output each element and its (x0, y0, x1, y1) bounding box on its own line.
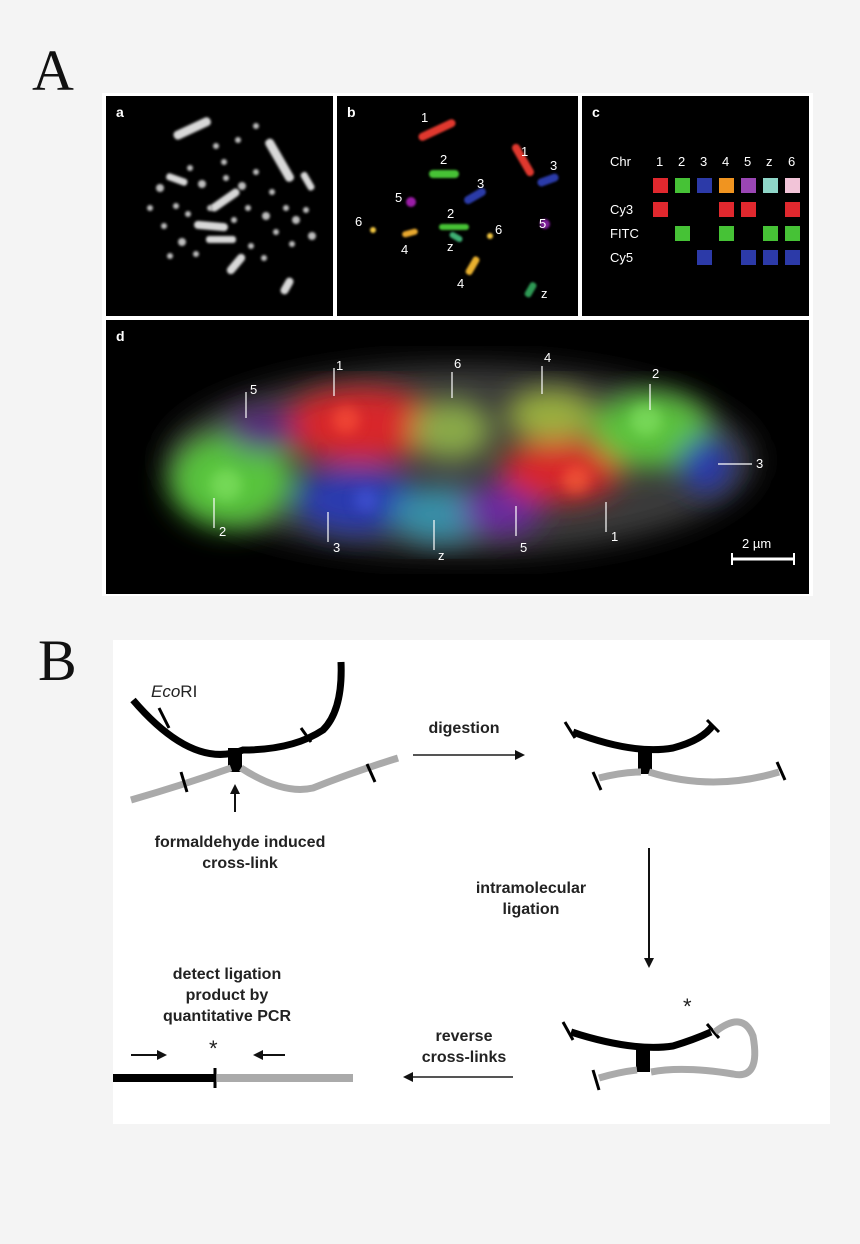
chromosome-label: 4 (457, 276, 464, 291)
legend-row-label: FITC (610, 226, 639, 241)
legend-row-label: Cy3 (610, 202, 634, 217)
crosslink-block (228, 748, 242, 772)
legend-combined-color-swatch (785, 178, 800, 193)
chromosome-label: 5 (539, 216, 546, 231)
legend-header: Chr (610, 154, 631, 169)
legend-fluorophore-swatch (719, 226, 734, 241)
legend-fluorophore-swatch (785, 226, 800, 241)
legend-chromosome-number: 6 (788, 154, 796, 169)
digested-black-strand (571, 722, 716, 754)
legend-chromosome-number: 2 (678, 154, 686, 169)
legend-fluorophore-swatch (697, 250, 712, 265)
nucleus-label: 2 (219, 524, 226, 539)
nucleus-label: 6 (454, 356, 461, 371)
panel-a-tag: a (116, 104, 124, 120)
chromosome-label: 3 (477, 176, 484, 191)
chromosome-label: 3 (550, 158, 557, 173)
nucleus-label: 3 (333, 540, 340, 555)
enzyme-label: EcoRI (151, 682, 198, 701)
nucleus-label: 2 (652, 366, 659, 381)
nucleus-label: 1 (336, 358, 343, 373)
legend-chromosome-number: 3 (700, 154, 708, 169)
chromosome-label: z (541, 286, 548, 301)
nucleus-label: 1 (611, 529, 618, 544)
grayscale-chromosome-image (147, 117, 316, 295)
scale-bar-label: 2 µm (742, 536, 771, 551)
chromosome-label: 5 (395, 190, 402, 205)
ligation-junction-mark: * (683, 994, 692, 1019)
legend-row-label: Cy5 (610, 250, 634, 265)
nucleus-label: 3 (756, 456, 763, 471)
detect-label: detect ligation product by quantitative … (162, 966, 291, 1025)
legend-fluorophore-swatch (675, 226, 690, 241)
legend-combined-color-swatch (741, 178, 756, 193)
chromosome-label: 6 (495, 222, 502, 237)
legend-combined-color-swatch (653, 178, 668, 193)
legend-combined-color-swatch (763, 178, 778, 193)
legend-combined-color-swatch (719, 178, 734, 193)
panel-a: a (106, 96, 333, 316)
grey-strand (130, 754, 400, 804)
junction-mark: * (209, 1036, 218, 1061)
ligated-grey-loop (650, 1018, 759, 1079)
legend-fluorophore-swatch (741, 202, 756, 217)
legend-combined-color-swatch (697, 178, 712, 193)
panel-c-tag: c (592, 104, 600, 120)
chromosome-label: 1 (521, 144, 528, 159)
legend-chromosome-number: z (766, 154, 773, 169)
legend-fluorophore-swatch (763, 250, 778, 265)
chromosome-label: 2 (440, 152, 447, 167)
digested-grey-strand (598, 768, 781, 786)
ligation-label: intramolecular ligation (475, 880, 587, 918)
digestion-label: digestion (428, 720, 500, 737)
legend-chromosome-number: 1 (656, 154, 664, 169)
digested-crosslink-block (638, 750, 652, 774)
panel-d-tag: d (116, 328, 125, 344)
ligated-crosslink-block (636, 1048, 650, 1072)
nucleus-label: 4 (544, 350, 551, 365)
panel-d: d (106, 320, 809, 594)
legend-fluorophore-swatch (719, 202, 734, 217)
black-strand (130, 661, 345, 758)
schematic-drawing (113, 661, 787, 1091)
ligated-black-strand (569, 1028, 713, 1051)
legend-fluorophore-swatch (741, 250, 756, 265)
chromosome-label: 6 (355, 214, 362, 229)
nucleus-label: 5 (520, 540, 527, 555)
panel-b: b 1 1 2 3 3 5 2 5 6 (337, 96, 578, 316)
legend-fluorophore-swatch (785, 202, 800, 217)
legend-chromosome-number: 4 (722, 154, 730, 169)
figure-label-b: B (38, 628, 77, 693)
legend-chromosome-number: 5 (744, 154, 752, 169)
crosslink-label: formaldehyde induced cross-link (154, 834, 326, 872)
panel-b-tag: b (347, 104, 356, 120)
legend-fluorophore-swatch (653, 202, 668, 217)
reverse-label: reverse cross-links (421, 1028, 507, 1066)
legend-combined-color-swatch (675, 178, 690, 193)
chromosome-label: 2 (447, 206, 454, 221)
legend-fluorophore-swatch (763, 226, 778, 241)
nucleus-label: 5 (250, 382, 257, 397)
colored-chromosome-image: 1 1 2 3 3 5 2 5 6 6 z 4 4 z (355, 110, 559, 301)
legend-fluorophore-swatch (785, 250, 800, 265)
chromosome-label: 1 (421, 110, 428, 125)
chromosome-label: 4 (401, 242, 408, 257)
nucleus-label: z (438, 548, 445, 563)
chromosome-label: z (447, 239, 454, 254)
nucleus-image: 5 1 6 4 2 2 3 z 5 1 3 2 µm (166, 350, 795, 565)
figure-label-a: A (32, 38, 74, 103)
schematic-panel: EcoRI digestion formaldehyde induced cro… (113, 640, 830, 1124)
